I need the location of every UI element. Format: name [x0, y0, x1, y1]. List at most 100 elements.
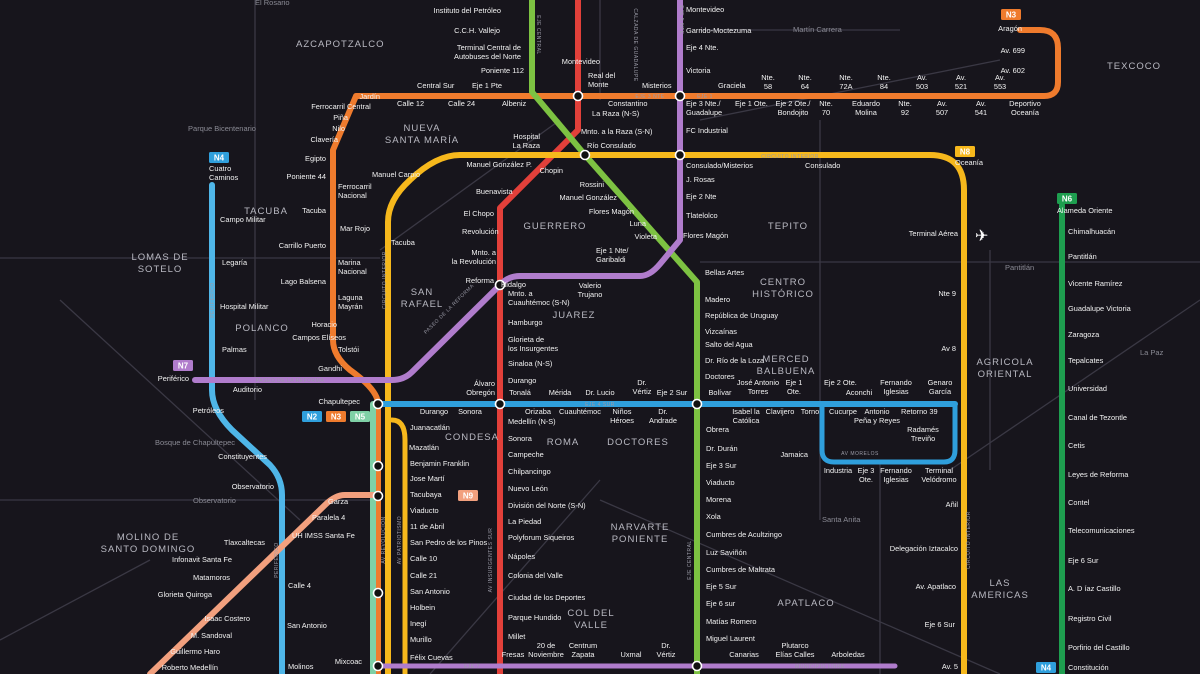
station-label[interactable]: Manuel Carpio [372, 170, 420, 179]
station-label[interactable]: Alameda Oriente [1057, 206, 1112, 215]
station-label[interactable]: Chilpancingo [508, 467, 551, 476]
station-label[interactable]: Flores Magón [683, 231, 728, 240]
station-label[interactable]: La Piedad [508, 517, 541, 526]
interchange-station-marker[interactable] [372, 460, 384, 472]
station-label[interactable]: Telecomunicaciones [1068, 526, 1135, 535]
station-label[interactable]: Nte 9 [938, 289, 956, 298]
station-label[interactable]: Calle 12 [397, 99, 424, 108]
station-label[interactable]: Mérida [549, 388, 572, 397]
station-label[interactable]: Aconchi [846, 388, 873, 397]
station-label[interactable]: Dr.Andrade [649, 407, 677, 425]
station-label[interactable]: Manuel González [559, 193, 617, 202]
station-label[interactable]: Eje 2 Ote. [824, 378, 857, 387]
station-label[interactable]: Miguel Laurent [706, 634, 755, 643]
station-label[interactable]: M. Sandoval [191, 631, 232, 640]
station-label[interactable]: Constitución [1068, 663, 1109, 672]
station-label[interactable]: Infonavit Santa Fe [172, 555, 232, 564]
station-label[interactable]: Madero [705, 295, 730, 304]
station-label[interactable]: Aragón [998, 24, 1022, 33]
station-label[interactable]: Isaac Costero [204, 614, 250, 623]
station-label[interactable]: A. D íaz Castillo [1068, 584, 1121, 593]
station-label[interactable]: Rossini [580, 180, 605, 189]
station-label[interactable]: Misterios [642, 81, 672, 90]
station-label[interactable]: Tlatelolco [686, 211, 718, 220]
station-label[interactable]: Av. Apatlaco [916, 582, 956, 591]
station-label[interactable]: Dr.Vértiz [657, 641, 676, 659]
station-label[interactable]: Xola [706, 512, 722, 521]
station-label[interactable]: FC Industrial [686, 126, 728, 135]
station-label[interactable]: Campo Militar [220, 215, 266, 224]
station-label[interactable]: Sonora [458, 407, 483, 416]
station-label[interactable]: Guadalupe Victoria [1068, 304, 1132, 313]
station-label[interactable]: Nilo [332, 124, 345, 133]
station-label[interactable]: Victoria [686, 66, 711, 75]
station-label[interactable]: Nuevo León [508, 484, 548, 493]
station-label[interactable]: Cetis [1068, 441, 1085, 450]
station-label[interactable]: Garza [328, 497, 349, 506]
station-label[interactable]: Campeche [508, 450, 544, 459]
station-label[interactable]: Mazatlán [409, 443, 439, 452]
station-label[interactable]: Av.507 [936, 99, 948, 117]
station-label[interactable]: Egipto [305, 154, 326, 163]
station-label[interactable]: Tacuba [391, 238, 416, 247]
station-label[interactable]: Río Consulado [587, 141, 636, 150]
station-label[interactable]: División del Norte (S-N) [508, 501, 586, 510]
station-label[interactable]: Eje 3 Nte./Guadalupe [686, 99, 722, 117]
station-label[interactable]: Eje 6 sur [706, 599, 736, 608]
interchange-station-marker[interactable] [372, 398, 384, 410]
interchange-station-marker[interactable] [579, 149, 591, 161]
station-label[interactable]: Clavijero [766, 407, 795, 416]
station-label[interactable]: Gandhi [318, 364, 342, 373]
station-label[interactable]: Colonia del Valle [508, 571, 563, 580]
station-label[interactable]: Calle 21 [410, 571, 437, 580]
interchange-station-marker[interactable] [494, 279, 506, 291]
station-label[interactable]: Retorno 39 [901, 407, 938, 416]
station-label[interactable]: C.C.H. Vallejo [454, 26, 500, 35]
station-label[interactable]: Vicente Ramírez [1068, 279, 1123, 288]
station-label[interactable]: Calle 4 [288, 581, 311, 590]
station-label[interactable]: Poniente 44 [287, 172, 326, 181]
station-label[interactable]: Av. 5 [942, 662, 958, 671]
station-label[interactable]: Doctores [705, 372, 735, 381]
station-label[interactable]: Hospital Militar [220, 302, 269, 311]
station-label[interactable]: La Raza (N-S) [592, 109, 639, 118]
station-label[interactable]: Torno [801, 407, 820, 416]
station-label[interactable]: Inegí [410, 619, 427, 628]
station-label[interactable]: Industria [824, 466, 853, 475]
station-label[interactable]: Periférico [158, 374, 189, 383]
station-label[interactable]: Albeniz [502, 99, 527, 108]
station-label[interactable]: Luna [630, 219, 647, 228]
station-label[interactable]: Chopin [540, 166, 563, 175]
station-label[interactable]: Polyforum Siqueiros [508, 533, 574, 542]
station-label[interactable]: Eje 3 Sur [706, 461, 737, 470]
station-label[interactable]: Central Sur [417, 81, 455, 90]
station-label[interactable]: Av.541 [975, 99, 987, 117]
station-label[interactable]: Instituto del Petróleo [434, 6, 501, 15]
station-label[interactable]: Eje 6 Sur [1068, 556, 1099, 565]
station-label[interactable]: Cucurpe [829, 407, 857, 416]
station-label[interactable]: Universidad [1068, 384, 1107, 393]
station-label[interactable]: República de Uruguay [705, 311, 778, 320]
station-label[interactable]: Delegación Iztacalco [890, 544, 958, 553]
station-label[interactable]: Jamaica [780, 450, 808, 459]
station-label[interactable]: Chapultepec [318, 397, 360, 406]
station-label[interactable]: Nte.58 [761, 73, 775, 91]
station-label[interactable]: Av.521 [955, 73, 967, 91]
station-label[interactable]: Nápoles [508, 552, 535, 561]
station-label[interactable]: Mixcoac [335, 657, 362, 666]
station-label[interactable]: Tlaxcaltecas [224, 538, 265, 547]
station-label[interactable]: Mar Rojo [340, 224, 370, 233]
station-label[interactable]: Eje 6 Sur [925, 620, 956, 629]
station-label[interactable]: Consulado [805, 161, 840, 170]
